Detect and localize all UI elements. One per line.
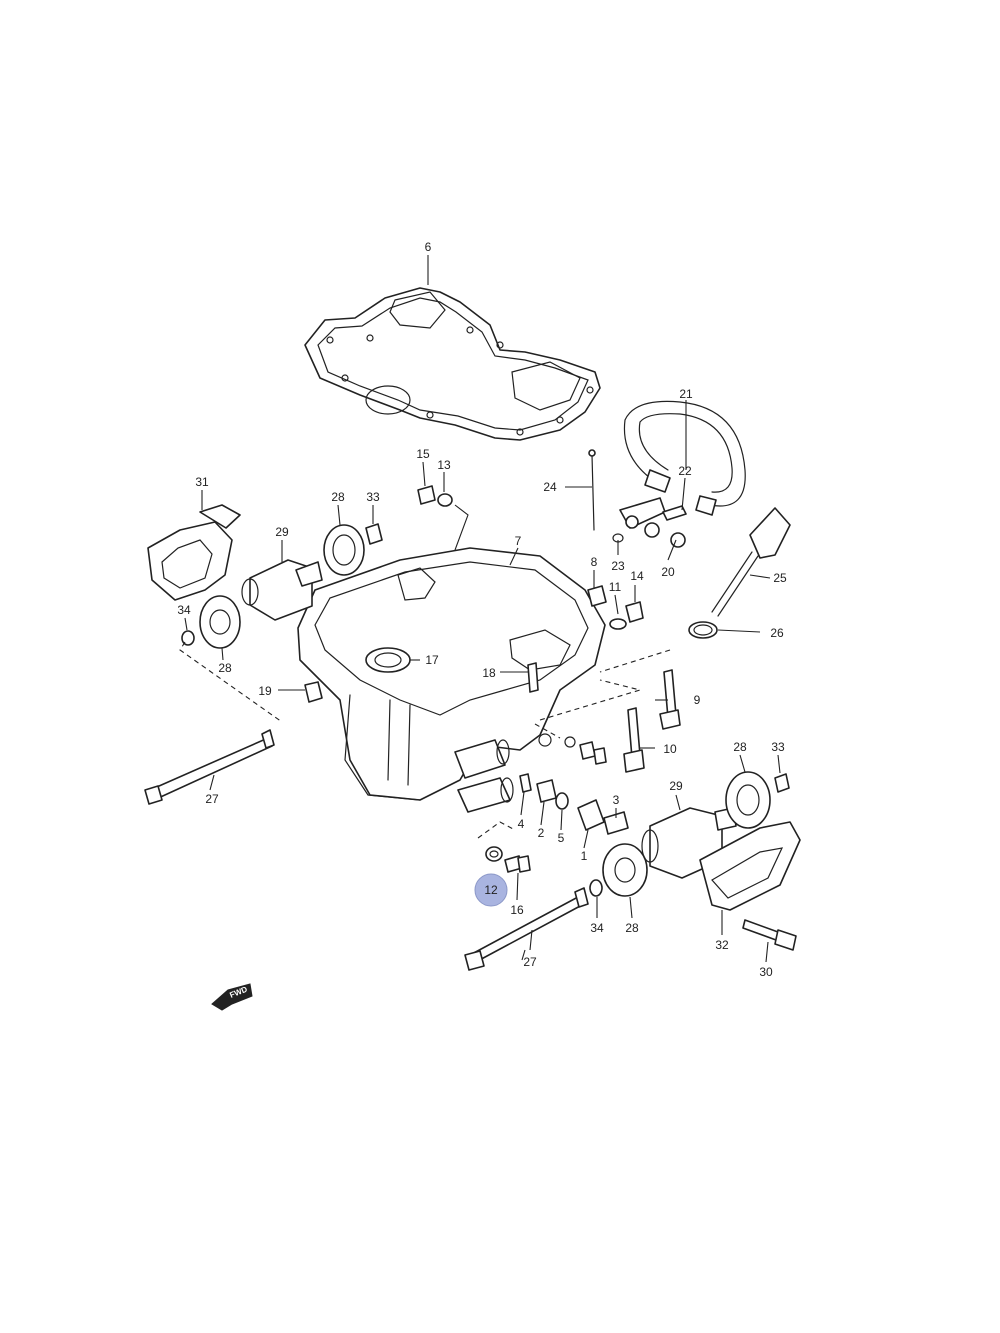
callout-6: 6 bbox=[425, 240, 432, 254]
callout-12: 12 bbox=[484, 883, 498, 897]
callout-16: 16 bbox=[510, 903, 524, 917]
callout-18: 18 bbox=[482, 666, 496, 680]
callout-19: 19 bbox=[258, 684, 272, 698]
callout-28-left: 28 bbox=[218, 661, 232, 675]
callout-24: 24 bbox=[543, 480, 557, 494]
callout-4: 4 bbox=[518, 817, 525, 831]
callout-34-right: 34 bbox=[590, 921, 604, 935]
callout-9: 9 bbox=[694, 693, 701, 707]
washer-bolt-12-16-part bbox=[485, 846, 531, 873]
callout-34-left: 34 bbox=[177, 603, 191, 617]
callout-29-left: 29 bbox=[275, 525, 289, 539]
right-mount-part bbox=[464, 771, 801, 971]
callout-13: 13 bbox=[437, 458, 451, 472]
callout-27-right: 27 bbox=[523, 955, 537, 969]
leader-lines bbox=[184, 255, 781, 963]
callout-14: 14 bbox=[630, 569, 644, 583]
callout-33-right: 33 bbox=[771, 740, 785, 754]
callout-31: 32 bbox=[715, 938, 729, 952]
bolt-washer-part bbox=[417, 485, 453, 507]
callout-22: 22 bbox=[678, 464, 692, 478]
thermostat-part bbox=[519, 773, 629, 835]
callout-7: 7 bbox=[515, 534, 522, 548]
oil-pan-part bbox=[297, 547, 606, 813]
forward-direction-icon: FWD bbox=[211, 983, 253, 1011]
callout-28-top: 28 bbox=[331, 490, 345, 504]
callout-8: 8 bbox=[591, 555, 598, 569]
callout-30: 31 bbox=[195, 475, 209, 489]
callout-10: 10 bbox=[663, 742, 677, 756]
callout-25: 25 bbox=[773, 571, 787, 585]
callout-12-highlight bbox=[474, 873, 508, 907]
gasket-part bbox=[304, 287, 601, 441]
left-mount-part bbox=[144, 504, 383, 805]
guide-lines bbox=[179, 641, 671, 839]
callout-32: 30 bbox=[759, 965, 773, 979]
callout-23: 23 bbox=[611, 559, 625, 573]
callout-21: 21 bbox=[679, 387, 693, 401]
callout-1: 1 bbox=[581, 849, 588, 863]
callout-28-right: 28 bbox=[625, 921, 639, 935]
callout-28-right-top: 28 bbox=[733, 740, 747, 754]
callout-26: 26 bbox=[770, 626, 784, 640]
callout-5: 5 bbox=[558, 831, 565, 845]
dipstick-part bbox=[588, 449, 596, 531]
callout-29-right: 29 bbox=[669, 779, 683, 793]
oil-strainer-part bbox=[688, 507, 791, 639]
bolts-part bbox=[304, 662, 681, 773]
callout-17: 17 bbox=[425, 653, 439, 667]
callout-3: 3 bbox=[613, 793, 620, 807]
callout-labels: 6 21 22 15 13 24 31 28 33 29 7 23 20 8 2… bbox=[177, 240, 787, 979]
drain-plug-part bbox=[587, 585, 644, 630]
callout-15: 15 bbox=[416, 447, 430, 461]
callout-33-left: 33 bbox=[366, 490, 380, 504]
callout-20: 20 bbox=[661, 565, 675, 579]
callout-27-left: 27 bbox=[205, 792, 219, 806]
callout-11: 11 bbox=[609, 580, 622, 594]
callout-2: 2 bbox=[538, 826, 545, 840]
